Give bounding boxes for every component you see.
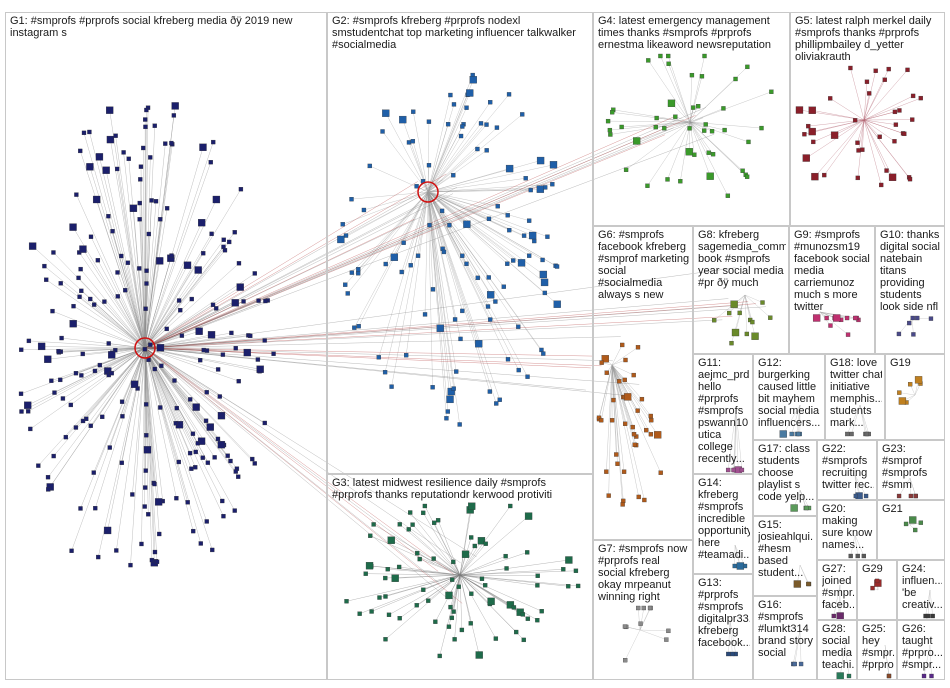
group-panel-g8 [693,226,789,354]
group-panel-g20 [817,500,877,560]
group-panel-g16 [753,596,817,680]
group-panel-g24 [897,560,945,620]
group-panel-g15 [753,516,817,596]
group-panel-g9 [789,226,875,354]
group-panel-g18 [825,354,885,440]
group-panel-g26 [897,620,945,680]
group-panel-g12 [753,354,825,440]
group-panel-g25 [857,620,897,680]
group-panel-g14 [693,474,753,574]
group-panel-g19 [885,354,945,440]
group-panel-g29 [857,560,897,620]
group-panel-g6 [593,226,693,540]
group-panel-g22 [817,440,877,500]
group-panel-g17 [753,440,817,516]
group-panel-g4 [593,12,790,226]
group-panel-g1 [5,12,327,680]
group-panel-g13 [693,574,753,680]
group-panel-g2 [327,12,593,474]
group-panel-g11 [693,354,753,474]
group-panel-g28 [817,620,857,680]
group-panel-g27 [817,560,857,620]
group-panel-g3 [327,474,593,680]
group-panel-g21 [877,500,945,560]
group-panel-g5 [790,12,945,226]
group-panel-g23 [877,440,945,500]
group-panel-g7 [593,540,693,680]
group-panel-g10 [875,226,945,354]
